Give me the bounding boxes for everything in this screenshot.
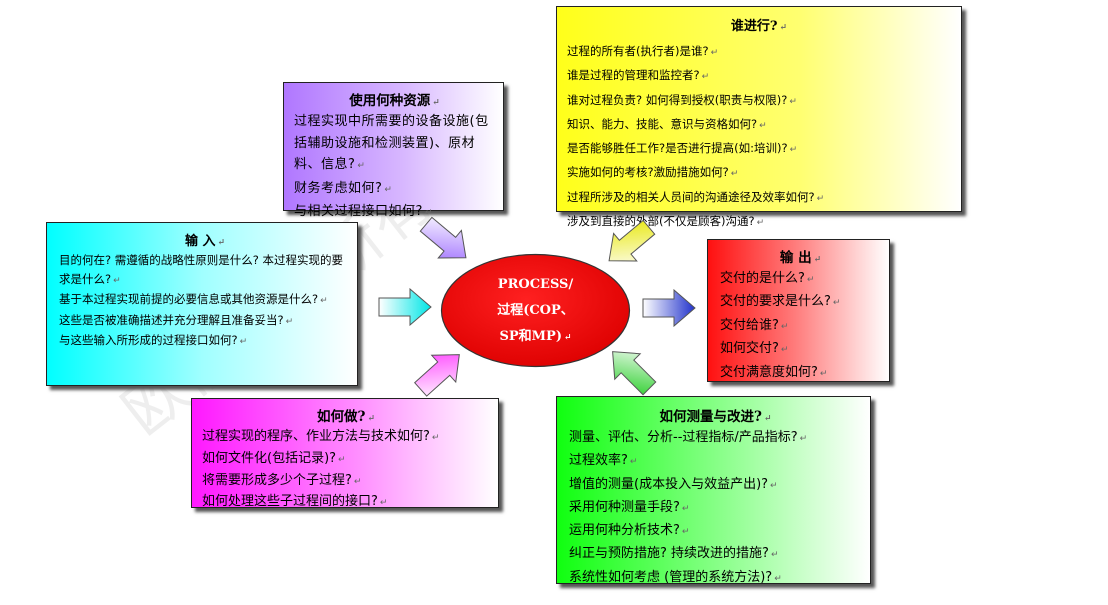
input-box: 输 入↵ 目的何在? 需遵循的战略性原则是什么? 本过程实现的要求是什么?↵ 基… [46,222,358,386]
output-item: 交付的要求是什么?↵ [720,294,841,310]
output-item: 交付满意度如何?↵ [720,364,828,380]
output-item: 交付给谁?↵ [720,317,789,333]
measure-item: 运用何种分析技术?↵ [569,523,690,539]
measure-item: 纠正与预防措施? 持续改进的措施?↵ [569,546,779,562]
how-box: 如何做?↵ 过程实现的程序、作业方法与技术如何?↵ 如何文件化(包括记录)?↵ … [191,398,499,509]
who-box: 谁进行?↵ 过程的所有者(执行者)是谁?↵ 谁是过程的管理和监控者?↵ 谁对过程… [556,6,962,228]
input-item: 基于本过程实现前提的必要信息或其他资源是什么?↵ [59,292,328,306]
how-item: 将需要形成多少个子过程?↵ [202,472,362,488]
measure-title: 如何测量与改进?↵ [659,409,772,425]
measure-item: 增值的测量(成本投入与效益产出)?↵ [569,476,778,492]
process-ellipse [440,253,631,368]
who-item: 实施如何的考核?激励措施如何?↵ [567,165,739,180]
input-title: 输 入↵ [184,234,226,249]
process-label: PROCESS/ 过程(COP、 SP和MP)↵ [440,272,631,351]
resources-item: 与相关过程接口如何?↵ [294,204,433,219]
process-label-line3: SP和MP)↵ [499,329,572,344]
who-item: 过程所涉及的相关人员间的沟通途径及效率如何?↵ [567,189,825,204]
measure-item: 测量、评估、分析--过程指标/产品指标?↵ [569,430,808,445]
measure-item: 系统性如何考虑 (管理的系统方法)?↵ [569,569,782,585]
measure-arrow-icon [612,351,657,396]
how-item: 过程实现的程序、作业方法与技术如何?↵ [202,429,440,444]
how-item: 如何文件化(包括记录)?↵ [202,450,346,466]
measure-box: 如何测量与改进?↵ 测量、评估、分析--过程指标/产品指标?↵ 过程效率?↵ 增… [556,396,871,585]
how-arrow-icon [413,354,460,397]
process-label-line1: PROCESS/ [497,277,574,292]
measure-item: 过程效率?↵ [569,453,638,469]
process-label-line2: 过程(COP、 [497,303,574,318]
who-item: 过程的所有者(执行者)是谁?↵ [567,44,719,58]
who-item: 谁对过程负责? 如何得到授权(职责与权限)?↵ [567,92,797,107]
who-title: 谁进行?↵ [730,19,788,34]
resources-title: 使用何种资源↵ [349,93,440,109]
input-item: 目的何在? 需遵循的战略性原则是什么? 本过程实现的要求是什么?↵ [59,253,344,286]
resources-arrow-icon [419,216,467,259]
output-title: 输 出↵ [779,250,822,266]
resources-item: 财务考虑如何?↵ [294,180,393,196]
who-item: 知识、能力、技能、意识与资格如何?↵ [567,116,767,131]
who-item: 涉及到直接的外部(不仅是顾客)沟通?↵ [567,214,765,229]
resources-item: 过程实现中所需要的设备设施(包括辅助设施和检测装置)、原材料、信息?↵ [294,114,489,172]
output-arrow-icon [642,289,696,327]
who-item: 是否能够胜任工作?是否进行提高(如:培训)?↵ [567,141,798,156]
resources-box: 使用何种资源↵ 过程实现中所需要的设备设施(包括辅助设施和检测装置)、原材料、信… [283,82,504,219]
output-item: 交付的是什么?↵ [720,271,815,286]
measure-item: 采用何种测量手段?↵ [569,499,690,515]
input-item: 这些是否被准确描述并充分理解且准备妥当?↵ [59,312,294,327]
input-item: 与这些输入所形成的过程接口如何?↵ [59,333,248,347]
how-title: 如何做?↵ [317,409,375,425]
input-arrow-icon [378,288,432,326]
output-item: 如何交付?↵ [720,341,789,357]
who-item: 谁是过程的管理和监控者?↵ [567,68,710,83]
how-item: 如何处理这些子过程间的接口?↵ [202,494,388,510]
who-arrow-icon [608,219,656,262]
output-box: 输 出↵ 交付的是什么?↵ 交付的要求是什么?↵ 交付给谁?↵ 如何交付?↵ 交… [707,239,890,382]
